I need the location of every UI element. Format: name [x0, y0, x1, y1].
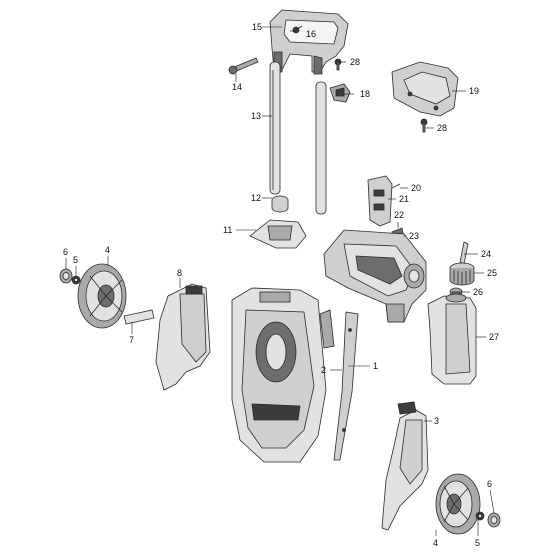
part-2-strip: [333, 311, 359, 461]
leader-lines: [65, 26, 495, 536]
label-6-right: 6: [487, 479, 492, 489]
part-11-cord-holder: [249, 219, 307, 249]
part-25-cap: [449, 262, 475, 286]
label-14: 14: [232, 82, 242, 92]
label-13: 13: [251, 111, 261, 121]
part-23-housing-bracket: [323, 229, 427, 323]
part-7-axle: [123, 309, 155, 325]
part-21-gun-holder: [367, 175, 393, 227]
label-27: 27: [489, 332, 499, 342]
label-11: 11: [223, 225, 232, 235]
label-25: 25: [487, 268, 497, 278]
label-2: 2: [321, 365, 326, 375]
part-4-left-wheel: [77, 263, 127, 329]
part-13-tubes: [269, 61, 327, 215]
part-12-bushing: [271, 195, 289, 213]
label-15: 15: [252, 22, 262, 32]
part-1-main-frame: [231, 287, 335, 463]
part-5-left-washer: [71, 275, 81, 285]
label-26: 26: [473, 287, 483, 297]
part-3-right-panel: [381, 401, 429, 531]
part-28-screw-bottom: [420, 118, 428, 133]
label-7: 7: [129, 335, 134, 345]
part-15-handle: [269, 9, 349, 75]
label-3: 3: [434, 416, 439, 426]
label-16: 16: [306, 29, 316, 39]
label-8: 8: [177, 268, 182, 278]
label-5-left: 5: [73, 255, 78, 265]
label-4-left: 4: [105, 245, 110, 255]
part-4-right-wheel: [435, 473, 481, 535]
label-28-top: 28: [350, 57, 360, 67]
label-12: 12: [251, 193, 261, 203]
label-22: 22: [394, 210, 404, 220]
part-28-screw-top: [334, 58, 342, 71]
label-23: 23: [409, 231, 419, 241]
label-5-right: 5: [475, 538, 480, 548]
label-24: 24: [481, 249, 491, 259]
part-18-clip: [329, 83, 351, 103]
label-6-left: 6: [63, 247, 68, 257]
part-5-right-washer: [475, 511, 485, 521]
part-19-hook-bracket: [391, 61, 459, 117]
part-6-right-cap: [487, 512, 501, 528]
label-4-right: 4: [433, 538, 438, 548]
label-1: 1: [373, 361, 378, 371]
label-21: 21: [399, 194, 409, 204]
part-8-left-panel: [155, 283, 211, 391]
part-6-left-cap: [59, 268, 73, 284]
label-18: 18: [360, 89, 370, 99]
part-14-pin: [228, 57, 259, 75]
part-27-tank: [427, 293, 477, 385]
label-28-bottom: 28: [437, 123, 447, 133]
part-number-labels: 15 16 14 13 28 18 19 28 12 11 20 21 22 2…: [63, 22, 499, 548]
label-20: 20: [411, 183, 421, 193]
part-16-screw: [292, 25, 303, 34]
part-24-hose: [459, 241, 469, 265]
label-19: 19: [469, 86, 479, 96]
